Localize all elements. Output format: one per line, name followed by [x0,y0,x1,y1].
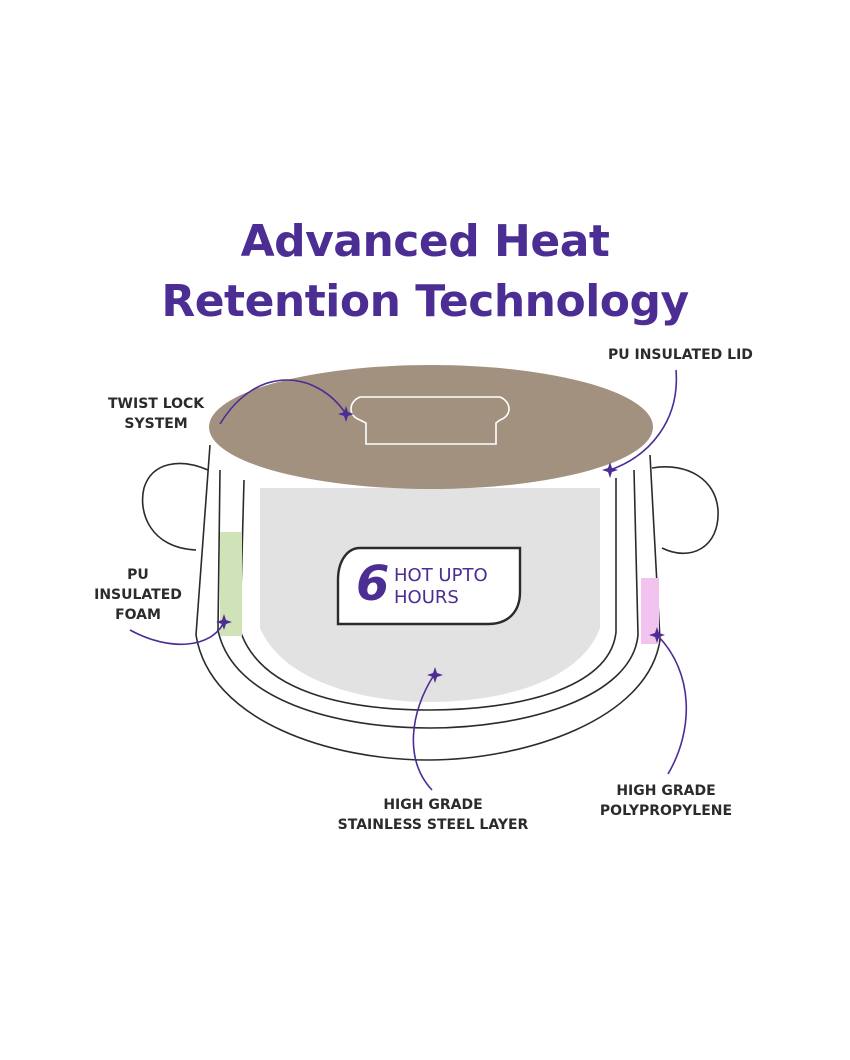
label-high-grade-polypropylene: HIGH GRADE POLYPROPYLENE [586,781,746,821]
leader-pu-foam [129,621,225,646]
label-pp-line-1: HIGH GRADE [616,783,716,799]
polypropylene-strip [641,578,659,644]
label-twist-lock-system: TWIST LOCK SYSTEM [108,394,204,434]
middle-layer [217,469,639,729]
twist-lock-knob [350,396,510,445]
title-line-1: Advanced Heat [240,216,610,267]
sparkle-pu-lid [602,462,618,478]
pu-insulated-lid [209,365,653,489]
leader-steel-layer [412,674,435,791]
label-pu-foam-line-1: PU [127,567,149,583]
badge-frame [336,546,522,626]
leader-twist-lock [219,379,347,425]
leader-pu-lid [609,369,678,471]
left-handle [141,462,209,551]
label-twist-lock-line-1: TWIST LOCK [108,396,205,412]
label-twist-lock-line-2: SYSTEM [124,416,188,432]
diagram-title: Advanced Heat Retention Technology [0,212,850,332]
leader-polypropylene [656,634,688,775]
label-pp-line-2: POLYPROPYLENE [599,803,733,819]
sparkle-pu-foam [216,614,232,630]
inner-wall [239,478,617,711]
label-steel-line-2: STAINLESS STEEL LAYER [337,817,529,833]
label-pu-insulated-foam: PU INSULATED FOAM [88,565,188,625]
label-pu-foam-line-3: FOAM [115,607,161,623]
badge-caption: HOT UPTO HOURS [394,565,488,609]
sparkle-polypropylene [649,627,665,643]
badge-number: 6 [356,556,390,612]
pu-foam-strip [220,532,242,636]
label-stainless-steel-layer: HIGH GRADE STAINLESS STEEL LAYER [322,795,544,835]
label-steel-line-1: HIGH GRADE [383,797,483,813]
label-pu-lid-text: PU INSULATED LID [608,347,753,363]
title-line-2: Retention Technology [161,276,689,327]
sparkle-twist-lock [338,406,354,422]
badge-line-1: HOT UPTO [394,565,488,586]
badge-line-2: HOURS [394,587,459,608]
label-pu-foam-line-2: INSULATED [94,587,182,603]
label-pu-insulated-lid: PU INSULATED LID [608,345,753,365]
sparkle-steel-layer [427,667,443,683]
right-handle [651,466,719,555]
